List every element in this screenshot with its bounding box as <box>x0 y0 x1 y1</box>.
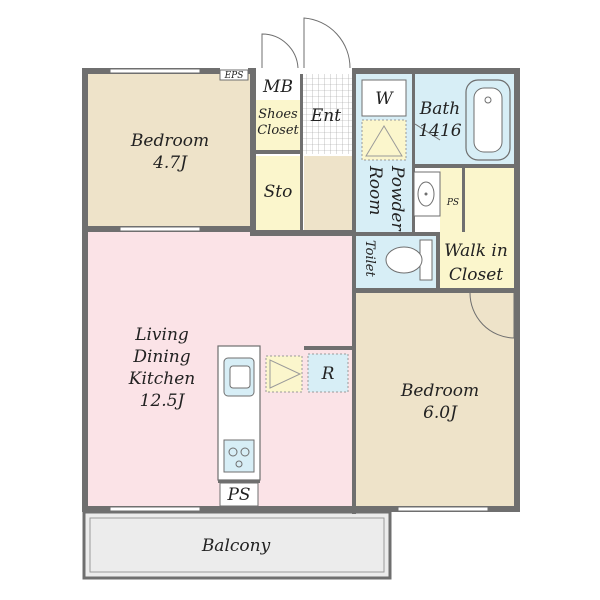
toilet-icon <box>385 239 433 281</box>
stove-icon <box>223 439 255 473</box>
ldk-line1: Living <box>134 325 189 345</box>
balcony-name: Balcony <box>201 536 271 556</box>
ps-top-label: PS <box>446 198 459 208</box>
eps-box <box>219 69 249 81</box>
powder-room-door[interactable] <box>414 123 441 141</box>
ps-bottom-label: PS <box>226 485 250 505</box>
shoes-closet-line2: Closet <box>257 123 299 138</box>
windows <box>109 68 489 512</box>
shoes-closet-line1: Shoes <box>258 107 298 122</box>
washer-label: W <box>375 89 394 109</box>
bath-size: 1416 <box>418 121 461 141</box>
bedroom-2-name: Bedroom <box>400 381 479 401</box>
refrigerator-label: R <box>321 364 335 384</box>
kitchen-shelf-icon <box>265 355 303 393</box>
meter-box-name: MB <box>262 77 293 97</box>
ldk-line2: Dining <box>132 347 190 367</box>
entrance-doors[interactable] <box>261 17 351 69</box>
balcony-area <box>84 512 390 578</box>
entrance-name: Ent <box>310 106 341 126</box>
powder-room-line1: Powder <box>387 165 407 231</box>
balcony-rail <box>82 510 392 580</box>
washer-space <box>361 79 407 117</box>
ps-bottom-box <box>219 482 259 507</box>
meter-box-area <box>256 74 300 98</box>
powder-room-line2: Room <box>365 165 385 215</box>
bedroom-1-size: 4.7J <box>152 153 188 173</box>
walk-in-closet-line2: Closet <box>449 265 503 285</box>
ldk-size: 12.5J <box>140 391 186 411</box>
bedroom-1-name: Bedroom <box>130 131 209 151</box>
toilet-name: Toilet <box>362 240 377 277</box>
bedroom-2-door[interactable] <box>469 292 515 339</box>
shoes-closet-area <box>256 100 300 150</box>
refrigerator-space <box>307 353 349 393</box>
bath-name: Bath <box>419 99 460 119</box>
entrance-area <box>302 74 352 154</box>
ldk-line3: Kitchen <box>128 369 195 389</box>
eps-label: EPS <box>224 71 244 81</box>
hall-area <box>304 156 352 230</box>
walk-in-closet-line1: Walk in <box>444 241 508 261</box>
storage-area <box>256 156 300 230</box>
bathtub-icon <box>465 79 511 161</box>
laundry-shelf-icon <box>361 119 407 161</box>
washbasin-icon <box>413 171 441 217</box>
storage-name: Sto <box>264 182 293 202</box>
bedroom-2-size: 6.0J <box>423 403 458 423</box>
bedroom-1-area <box>88 74 250 226</box>
walk-in-closet-area <box>440 168 514 288</box>
